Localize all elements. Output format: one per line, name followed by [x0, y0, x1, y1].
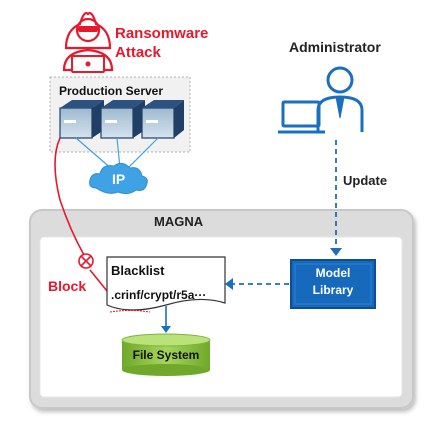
update-label: Update	[343, 173, 388, 188]
server-icon-1	[59, 100, 104, 139]
network-ip-label: IP	[112, 171, 126, 187]
blacklist-title: Blacklist	[111, 263, 165, 278]
library-to-blacklist-arrow	[225, 278, 289, 290]
server-icon-2	[100, 100, 145, 139]
update-arrow	[330, 140, 342, 256]
network-links	[75, 137, 159, 171]
model-library-line1: Model	[315, 266, 351, 280]
hacker-icon	[62, 12, 114, 73]
server-icon-3	[141, 100, 184, 139]
blacklist-document	[106, 256, 226, 313]
admin-computer-icon	[278, 66, 364, 134]
blacklist-to-filesystem-arrow	[161, 306, 171, 333]
model-library-line2: Library	[312, 283, 354, 297]
attack-path	[54, 137, 108, 292]
attack-title-line2: Attack	[115, 44, 161, 61]
magna-title: MAGNA	[154, 214, 204, 229]
production-server-title: Production Server	[59, 84, 164, 98]
administrator-label: Administrator	[289, 39, 381, 55]
blacklist-entry: .crinf/crypt/r5a···	[111, 288, 207, 302]
attack-title-line1: Ransomware	[115, 25, 209, 42]
file-system-cylinder	[121, 333, 211, 376]
model-library-box	[290, 259, 376, 309]
cloud-icon	[89, 162, 148, 195]
block-label: Block	[48, 278, 87, 294]
blocked-x-icon	[78, 253, 94, 269]
file-system-label: File System	[132, 348, 200, 362]
